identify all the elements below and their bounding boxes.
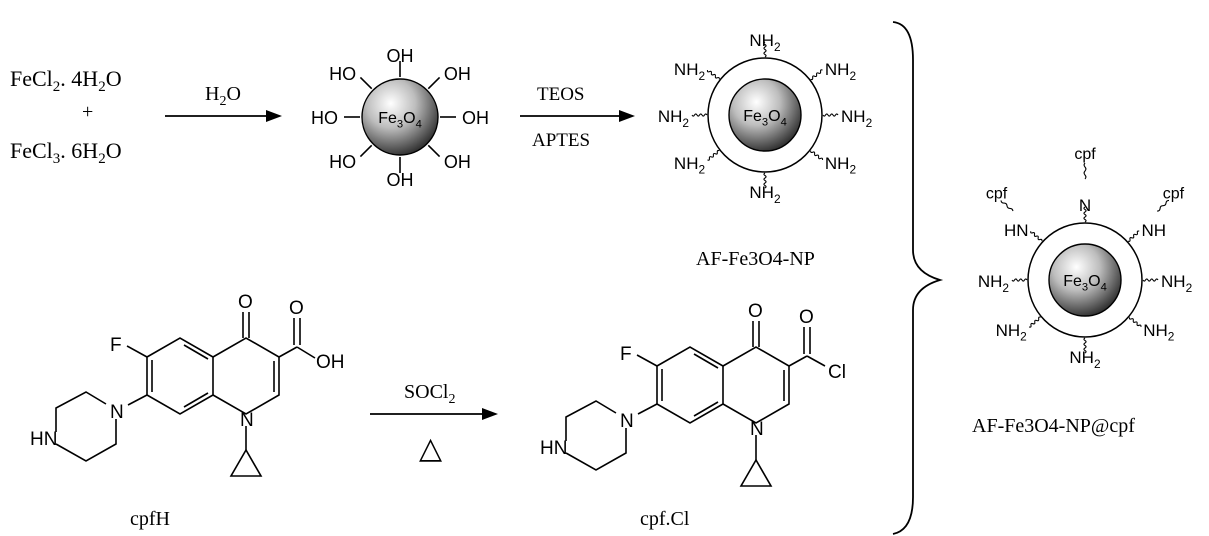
arrow-3-heat: △ [419,432,442,465]
cpfh-molecule: F O O OH N N HN [30,292,345,477]
reagent-fecl3: FeCl3. 6H2O [10,138,122,167]
fe3o4-core [1048,243,1122,317]
arrow-1 [165,110,282,122]
cpfh-atom-n1: N [240,410,254,431]
label-af-fe3o4-np-cpf: AF-Fe3O4-NP@cpf [972,415,1135,437]
oh-bond [427,76,441,90]
oh-group: OH [444,64,471,84]
arrow-3-reagent: SOCl2 [404,381,455,407]
oh-bond [359,76,373,90]
linker-chain [1083,206,1087,223]
amine-group: NH2 [1161,272,1193,295]
linker-chain [810,69,823,81]
fe3o4-core-label: Fe3O4 [378,110,422,130]
linker-chain [1011,278,1028,282]
amine-group: NH2 [978,272,1010,295]
label-af-fe3o4-np: AF-Fe3O4-NP [696,248,815,270]
linker-chain [822,113,839,117]
linker-chain [691,113,708,117]
fe3o4-core-label: Fe3O4 [1063,273,1107,293]
oh-group: OH [387,170,414,190]
cpf-group: cpf [1074,146,1096,163]
label-cpfcl: cpf.Cl [640,508,690,530]
oh-bond [427,144,441,158]
secondary-amine-group: NH [1141,221,1166,240]
linker-chain [1030,231,1043,242]
cpfh-atom-n-pip: N [110,402,124,423]
cpfcl-atom-n-pip: N [620,411,634,432]
amine-group: NH2 [1069,348,1101,371]
cpfcl-atom-o: O [748,301,763,322]
cpfcl-atom-n1: N [750,419,764,440]
grouping-brace [892,21,944,535]
oh-group: HO [311,108,338,128]
reagent-fecl2: FeCl2. 4H2O [10,66,122,95]
secondary-amine-group: HN [1004,221,1029,240]
linker-chain [707,149,720,161]
amine-group: NH2 [825,154,857,177]
cpf-linker [1157,199,1170,212]
linker-chain [763,41,767,58]
arrow-1-reagent: H2O [205,83,241,109]
amine-group: NH2 [1143,321,1175,344]
cpf-linker [1000,200,1014,212]
fe3o4-core [728,78,802,152]
reagent-plus: + [82,101,93,123]
arrow-2 [520,110,635,122]
linker-chain [810,150,824,160]
oh-bond [359,144,373,158]
linker-chain [763,172,767,189]
oh-group: OH [444,152,471,172]
fe3o4-core-label: Fe3O4 [743,108,787,128]
linker-chain [1128,317,1142,328]
cpfh-atom-oh: OH [316,352,345,373]
cpfh-atom-o: O [238,292,253,313]
amine-group: NH2 [749,183,781,206]
cpfcl-atom-o2: O [799,307,814,328]
fe3o4-core [361,78,439,156]
linker-chain [1142,278,1159,282]
amine-group: NH2 [674,60,706,83]
cpfh-atom-o2: O [289,298,304,319]
cpf-group: cpf [986,185,1008,202]
cpf-linker [1083,162,1087,180]
cpfcl-atom-hn: HN [540,438,567,459]
cpfcl-molecule: F O O Cl N N HN [540,301,846,487]
arrow-2-reagent-top: TEOS [537,84,585,105]
oh-group: OH [387,46,414,66]
fe3o4-oh-nanoparticle: OH OH OH OH OH HO HO HO Fe3O4 [311,46,489,190]
arrow-2-reagent-bottom: APTES [532,130,590,151]
oh-group: OH [462,108,489,128]
cpfh-atom-f: F [110,335,122,356]
amine-group: NH2 [841,107,873,130]
amine-group: NH2 [996,321,1028,344]
imine-group: N [1079,196,1091,215]
label-cpfh: cpfH [130,508,170,530]
oh-group: HO [329,64,356,84]
linker-chain [1127,230,1140,242]
linker-chain [1028,316,1041,328]
arrow-3 [370,408,498,420]
cpf-group: cpf [1163,185,1185,202]
amine-group: NH2 [749,31,781,54]
amine-group: NH2 [825,60,857,83]
cpfh-atom-hn: HN [30,429,57,450]
amine-group: NH2 [658,107,690,130]
cpfcl-atom-f: F [620,344,632,365]
linker-chain [1083,337,1087,354]
cpfcl-atom-cl: Cl [828,362,846,383]
amine-group: NH2 [674,154,706,177]
linker-chain [706,70,720,80]
oh-group: HO [329,152,356,172]
